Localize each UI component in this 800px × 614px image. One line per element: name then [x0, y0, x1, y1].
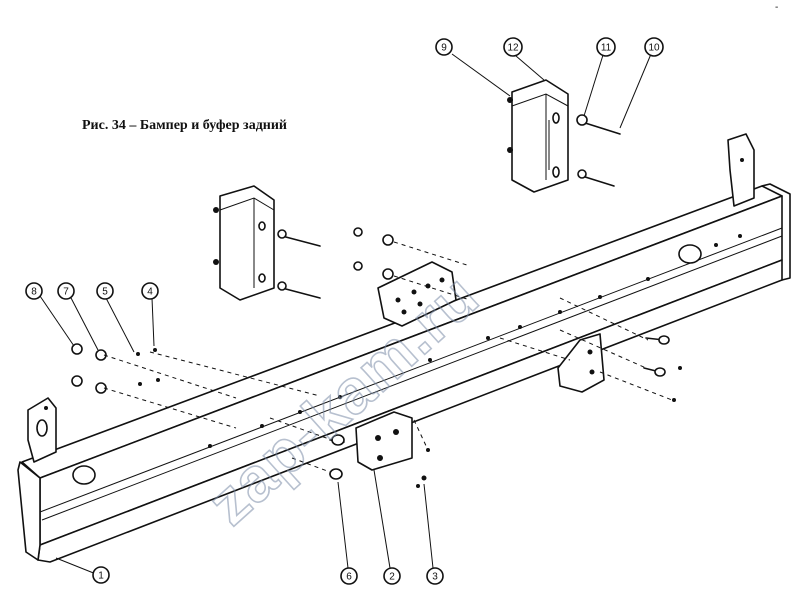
callout-label: 11 — [601, 43, 612, 54]
callout-label: 12 — [507, 43, 519, 54]
callout-12: 12 — [503, 37, 523, 57]
callout-5: 5 — [96, 282, 114, 300]
right-lower-bracket — [557, 333, 605, 393]
callout-6: 6 — [340, 567, 358, 585]
callout-2: 2 — [383, 567, 401, 585]
callout-label: 2 — [389, 572, 395, 583]
center-lower-bracket — [355, 411, 413, 471]
callout-label: 7 — [63, 287, 69, 298]
callout-8: 8 — [25, 282, 43, 300]
callout-4: 4 — [141, 282, 159, 300]
right-bracket — [727, 133, 755, 207]
callout-label: 9 — [441, 43, 447, 54]
leader-lines — [39, 53, 652, 575]
callout-1: 1 — [92, 566, 110, 584]
corner-mark: - — [775, 2, 778, 13]
callout-label: 10 — [648, 43, 660, 54]
left-bracket — [27, 397, 57, 463]
assembly-lines — [103, 241, 673, 473]
callout-10: 10 — [644, 37, 664, 57]
callout-9: 9 — [435, 38, 453, 56]
callout-7: 7 — [57, 282, 75, 300]
buffer-right — [507, 79, 621, 193]
callout-label: 8 — [31, 287, 37, 298]
callout-3: 3 — [426, 567, 444, 585]
buffer-left — [213, 185, 321, 301]
callout-label: 1 — [98, 571, 104, 582]
callout-label: 3 — [432, 572, 438, 583]
figure-caption: Рис. 34 – Бампер и буфер задний — [82, 118, 287, 133]
callout-11: 11 — [596, 37, 616, 57]
callout-label: 6 — [346, 572, 352, 583]
callout-label: 4 — [147, 287, 153, 298]
fasteners — [71, 227, 682, 488]
center-mount-plate — [377, 261, 457, 327]
callout-label: 5 — [102, 287, 108, 298]
